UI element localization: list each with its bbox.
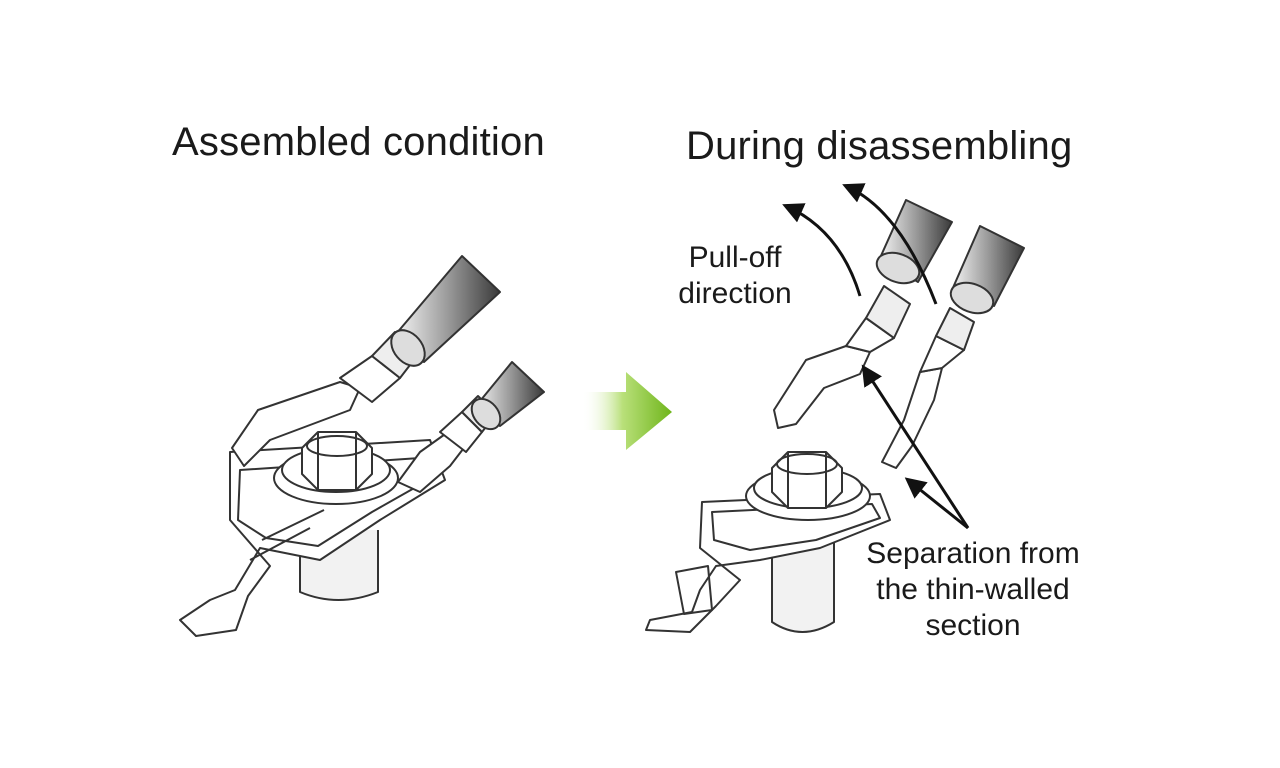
separation-arrow-1 <box>861 364 970 529</box>
pull-off-arrow-2 <box>842 183 938 305</box>
pull-off-direction-label: Pull-off direction <box>650 240 820 312</box>
separation-line-2: the thin-walled <box>876 573 1070 606</box>
during-disassembling-title: During disassembling <box>686 124 1073 168</box>
assembled-terminal-illustration <box>179 255 545 637</box>
assembled-condition-title: Assembled condition <box>172 120 545 164</box>
separation-line-3: section <box>925 609 1021 642</box>
pull-off-line-1: Pull-off <box>688 241 782 274</box>
pull-off-line-2: direction <box>678 277 792 310</box>
pull-off-arrow-1 <box>782 203 862 297</box>
disassembling-terminal-illustration <box>645 199 1025 633</box>
separation-arrow-2 <box>904 477 969 530</box>
separation-label: Separation from the thin-walled section <box>838 536 1108 644</box>
separation-line-1: Separation from <box>866 537 1080 570</box>
transition-arrow <box>582 372 672 450</box>
